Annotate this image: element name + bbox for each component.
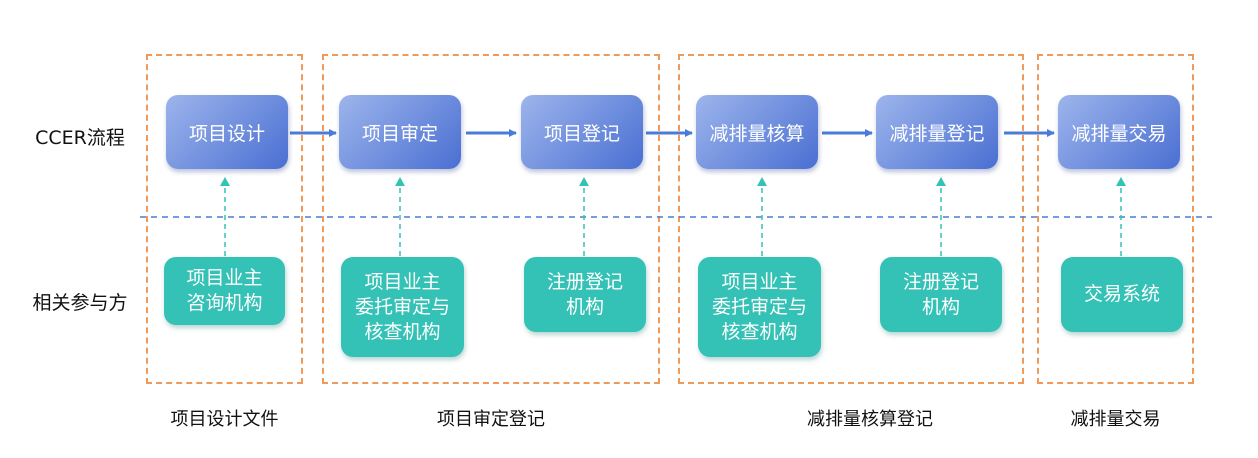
party-box-registry: 注册登记 机构	[524, 257, 646, 332]
row-label-parties: 相关参与方	[32, 292, 128, 314]
process-step-issuance: 减排量登记	[876, 95, 998, 169]
process-step-registration: 项目登记	[521, 95, 643, 169]
group-label-validation: 项目审定登记	[437, 409, 545, 430]
group-box-verification	[678, 54, 1024, 384]
party-label: 交易系统	[1083, 283, 1160, 305]
group-label-trading: 减排量交易	[1070, 409, 1161, 430]
party-label: 项目业主 委托审定与 核查机构	[354, 270, 450, 343]
process-step-design: 项目设计	[166, 95, 288, 169]
party-label: 注册登记 机构	[546, 270, 623, 318]
group-box-validation	[322, 54, 660, 384]
party-box-registry-2: 注册登记 机构	[880, 257, 1002, 332]
group-box-design	[146, 54, 303, 384]
party-box-owner-verifier: 项目业主 委托审定与 核查机构	[698, 257, 821, 357]
group-label-design: 项目设计文件	[170, 409, 279, 430]
party-box-owner-validator: 项目业主 委托审定与 核查机构	[341, 257, 464, 357]
group-label-verification: 减排量核算登记	[807, 409, 933, 430]
party-label: 注册登记 机构	[902, 270, 979, 318]
party-box-trading-system: 交易系统	[1061, 257, 1183, 332]
process-step-validation: 项目审定	[339, 95, 461, 169]
process-step-trading: 减排量交易	[1058, 95, 1180, 169]
process-step-verification: 减排量核算	[696, 95, 818, 169]
party-label: 项目业主 委托审定与 核查机构	[711, 270, 807, 343]
group-box-trading	[1037, 54, 1194, 384]
row-label-process: CCER流程	[35, 127, 125, 149]
party-label: 项目业主 咨询机构	[186, 267, 263, 314]
party-box-owner-consultant: 项目业主 咨询机构	[164, 257, 285, 325]
